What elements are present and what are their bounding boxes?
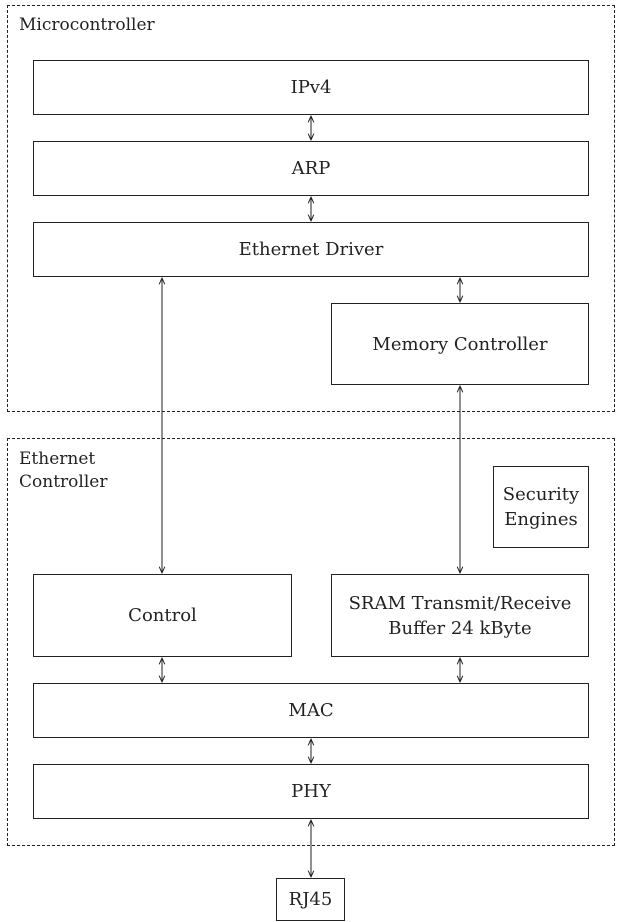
ethernet-driver-block: Ethernet Driver: [33, 222, 589, 277]
phy-block: PHY: [33, 764, 589, 819]
sram-buffer-block: SRAM Transmit/Receive Buffer 24 kByte: [331, 574, 589, 657]
control-block: Control: [33, 574, 292, 657]
ethernet-controller-group-label: Ethernet Controller: [19, 449, 108, 492]
rj45-block: RJ45: [276, 878, 345, 921]
microcontroller-group-label: Microcontroller: [19, 15, 155, 35]
arp-block: ARP: [33, 141, 589, 196]
mac-block: MAC: [33, 683, 589, 738]
memory-controller-block: Memory Controller: [331, 303, 589, 385]
security-engines-block: Security Engines: [493, 466, 589, 548]
microcontroller-group: [7, 5, 615, 412]
ipv4-block: IPv4: [33, 60, 589, 115]
